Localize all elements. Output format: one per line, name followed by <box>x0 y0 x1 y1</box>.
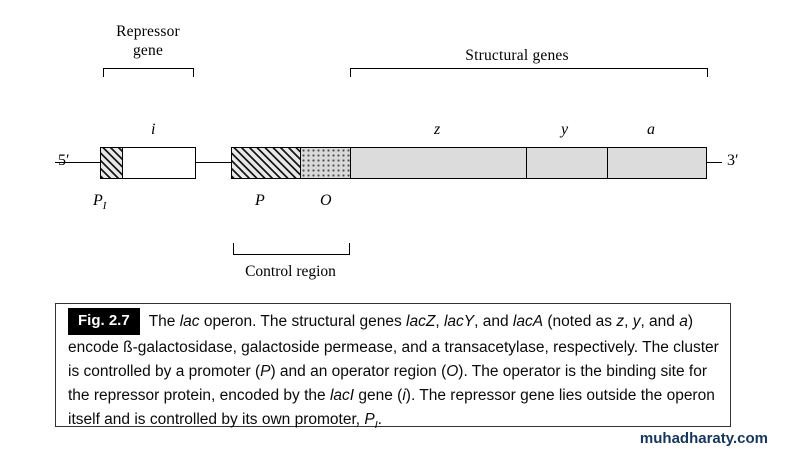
five-prime-label: 5′ <box>58 152 70 169</box>
repressor-gene-bracket <box>103 68 194 77</box>
control-region-bracket <box>233 243 350 255</box>
repressor-gene-i-box <box>122 147 196 179</box>
repressor-gene-label: Repressor gene <box>98 22 198 60</box>
three-prime-label: 3′ <box>727 152 739 169</box>
operator-o-label: O <box>320 192 332 209</box>
figure-number-badge: Fig. 2.7 <box>68 308 140 335</box>
gene-i-label: i <box>151 121 156 138</box>
repressor-gene-label-line2: gene <box>132 42 164 59</box>
gene-a-label: a <box>647 121 655 138</box>
promoter-p-label: P <box>255 192 265 209</box>
gene-y-box <box>526 147 608 179</box>
promoter-p-box <box>231 147 301 179</box>
repressor-gene-label-line1: Repressor <box>116 23 180 40</box>
structural-genes-label: Structural genes <box>465 47 569 64</box>
operator-o-box <box>300 147 351 179</box>
figure-caption-text: The lac operon. The structural genes lac… <box>68 313 719 432</box>
gene-z-label: z <box>434 121 441 138</box>
structural-genes-bracket <box>350 68 708 77</box>
gene-a-box <box>607 147 707 179</box>
watermark-link[interactable]: muhadharaty.com <box>639 430 768 447</box>
promoter-pi-label: PI <box>93 192 107 213</box>
gene-z-box <box>350 147 527 179</box>
promoter-pi-box <box>100 147 123 179</box>
gene-y-label: y <box>561 121 569 138</box>
control-region-label: Control region <box>245 263 336 280</box>
